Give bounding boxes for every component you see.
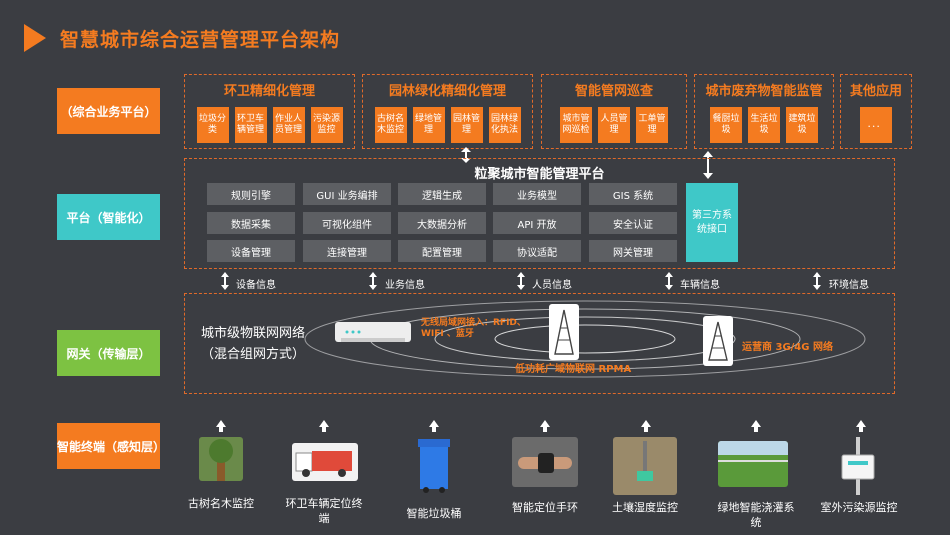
device-label: 智能定位手环: [512, 501, 578, 514]
app-group-other: 其他应用 ．．．: [840, 74, 912, 149]
app-group-waste: 城市废弃物智能监管 餐厨垃圾 生活垃圾 建筑垃圾: [694, 74, 834, 149]
info-flow-label: 人员信息: [532, 280, 572, 291]
app-chip[interactable]: 建筑垃圾: [786, 107, 818, 143]
app-chip[interactable]: 人员管理: [598, 107, 630, 143]
double-arrow-icon: [517, 272, 525, 290]
base-station-icon: [549, 304, 579, 360]
smart-bin-icon: [418, 439, 450, 493]
app-chip[interactable]: 垃圾分类: [196, 107, 229, 143]
base-station-icon: [703, 316, 733, 366]
app-chip[interactable]: 园林管理: [450, 107, 483, 143]
up-arrow-icon: [216, 420, 226, 432]
layer-label-platform: 平台（智能化）: [57, 194, 160, 240]
layer-label-terminal: 智能终端（感知层）: [57, 423, 165, 469]
wireless-note: 无线局域网接入：RFID、WIFI 、蓝牙: [421, 318, 526, 339]
app-group-pipe-network: 智能管网巡查 城市管网巡检 人员管理 工单管理: [541, 74, 687, 149]
soil-sensor-icon: [613, 437, 677, 495]
app-chip[interactable]: 环卫车辆管理: [234, 107, 267, 143]
app-chip[interactable]: 绿地管理: [412, 107, 445, 143]
platform-cell[interactable]: 设备管理: [207, 240, 295, 262]
platform-cell[interactable]: 逻辑生成: [398, 183, 486, 205]
app-group-title: 城市废弃物智能监管: [705, 84, 823, 99]
info-flow-label: 车辆信息: [680, 280, 720, 291]
app-chip[interactable]: 城市管网巡检: [560, 107, 592, 143]
platform-cell[interactable]: 规则引擎: [207, 183, 295, 205]
platform-cell[interactable]: API 开放: [493, 212, 581, 234]
device-label: 绿地智能浇灌系统: [717, 501, 795, 529]
info-flow-label: 设备信息: [236, 280, 276, 291]
double-arrow-icon: [221, 272, 229, 290]
platform-cell[interactable]: 配置管理: [398, 240, 486, 262]
device-label: 环卫车辆定位终端: [285, 497, 363, 525]
network-subtitle: （混合组网方式）: [201, 347, 306, 362]
platform-cell[interactable]: 网关管理: [589, 240, 677, 262]
app-chip[interactable]: 工单管理: [636, 107, 668, 143]
operator-network-label: 运营商 3G/4G 网络: [742, 342, 833, 353]
device-label: 智能垃圾桶: [406, 507, 462, 520]
platform-cell[interactable]: 数据采集: [207, 212, 295, 234]
app-chip[interactable]: 餐厨垃圾: [710, 107, 742, 143]
layer-label-gateway: 网关（传输层）: [57, 330, 160, 376]
double-arrow-icon: [369, 272, 377, 290]
third-party-interface[interactable]: 第三方系统接口: [686, 183, 738, 262]
pollution-sensor-icon: [841, 437, 875, 495]
platform-cell[interactable]: 协议适配: [493, 240, 581, 262]
ancient-tree-icon: [199, 437, 243, 481]
network-box: 城市级物联网网络 （混合组网方式） 无线局域网接入：RFID、WIFI 、蓝牙 …: [184, 293, 895, 394]
platform-cell[interactable]: 大数据分析: [398, 212, 486, 234]
device-label: 室外污染源监控: [820, 501, 898, 514]
info-flow-label: 业务信息: [385, 280, 425, 291]
app-chip[interactable]: ．．．: [860, 107, 892, 143]
app-group-greening: 园林绿化精细化管理 古树名木监控 绿地管理 园林管理 园林绿化执法: [362, 74, 533, 149]
app-chip[interactable]: 生活垃圾: [748, 107, 780, 143]
double-arrow-icon: [461, 147, 471, 163]
up-arrow-icon: [319, 420, 329, 432]
irrigation-icon: [718, 441, 788, 487]
double-arrow-icon: [703, 151, 713, 179]
wristband-icon: [512, 437, 578, 487]
app-group-title: 智能管网巡查: [574, 84, 653, 99]
platform-cell[interactable]: 安全认证: [589, 212, 677, 234]
device-label: 古树名木监控: [188, 497, 254, 510]
platform-cell[interactable]: GUI 业务编排: [303, 183, 391, 205]
app-chip[interactable]: 园林绿化执法: [488, 107, 521, 143]
info-flow-label: 环境信息: [829, 280, 869, 291]
up-arrow-icon: [751, 420, 761, 432]
platform-cell[interactable]: 可视化组件: [303, 212, 391, 234]
up-arrow-icon: [641, 420, 651, 432]
router-icon: [335, 322, 411, 342]
up-arrow-icon: [856, 420, 866, 432]
app-group-sanitation: 环卫精细化管理 垃圾分类 环卫车辆管理 作业人员管理 污染源监控: [184, 74, 355, 149]
lpwan-label: 低功耗广域物联网 RPMA: [515, 364, 632, 375]
app-group-title: 环卫精细化管理: [223, 84, 315, 99]
platform-title: 粒聚城市智能管理平台: [474, 167, 605, 182]
page-title: 智慧城市综合运营管理平台架构: [60, 28, 341, 51]
platform-cell[interactable]: GIS 系统: [589, 183, 677, 205]
network-title: 城市级物联网网络: [201, 326, 306, 341]
platform-cell[interactable]: 连接管理: [303, 240, 391, 262]
layer-label-business: （综合业务平台）: [57, 88, 160, 134]
title-row: 智慧城市综合运营管理平台架构: [24, 18, 340, 58]
app-chip[interactable]: 污染源监控: [310, 107, 343, 143]
app-chip[interactable]: 古树名木监控: [374, 107, 407, 143]
sanitation-truck-icon: [292, 443, 358, 481]
up-arrow-icon: [540, 420, 550, 432]
device-label: 土壤湿度监控: [612, 501, 678, 514]
double-arrow-icon: [813, 272, 821, 290]
app-chip[interactable]: 作业人员管理: [272, 107, 305, 143]
app-group-title: 其他应用: [849, 84, 902, 99]
platform-cell[interactable]: 业务模型: [493, 183, 581, 205]
platform-box: 粒聚城市智能管理平台 规则引擎 GUI 业务编排 逻辑生成 业务模型 GIS 系…: [184, 158, 895, 269]
up-arrow-icon: [429, 420, 439, 432]
app-group-title: 园林绿化精细化管理: [388, 84, 506, 99]
double-arrow-icon: [665, 272, 673, 290]
title-arrow-icon: [24, 24, 46, 52]
